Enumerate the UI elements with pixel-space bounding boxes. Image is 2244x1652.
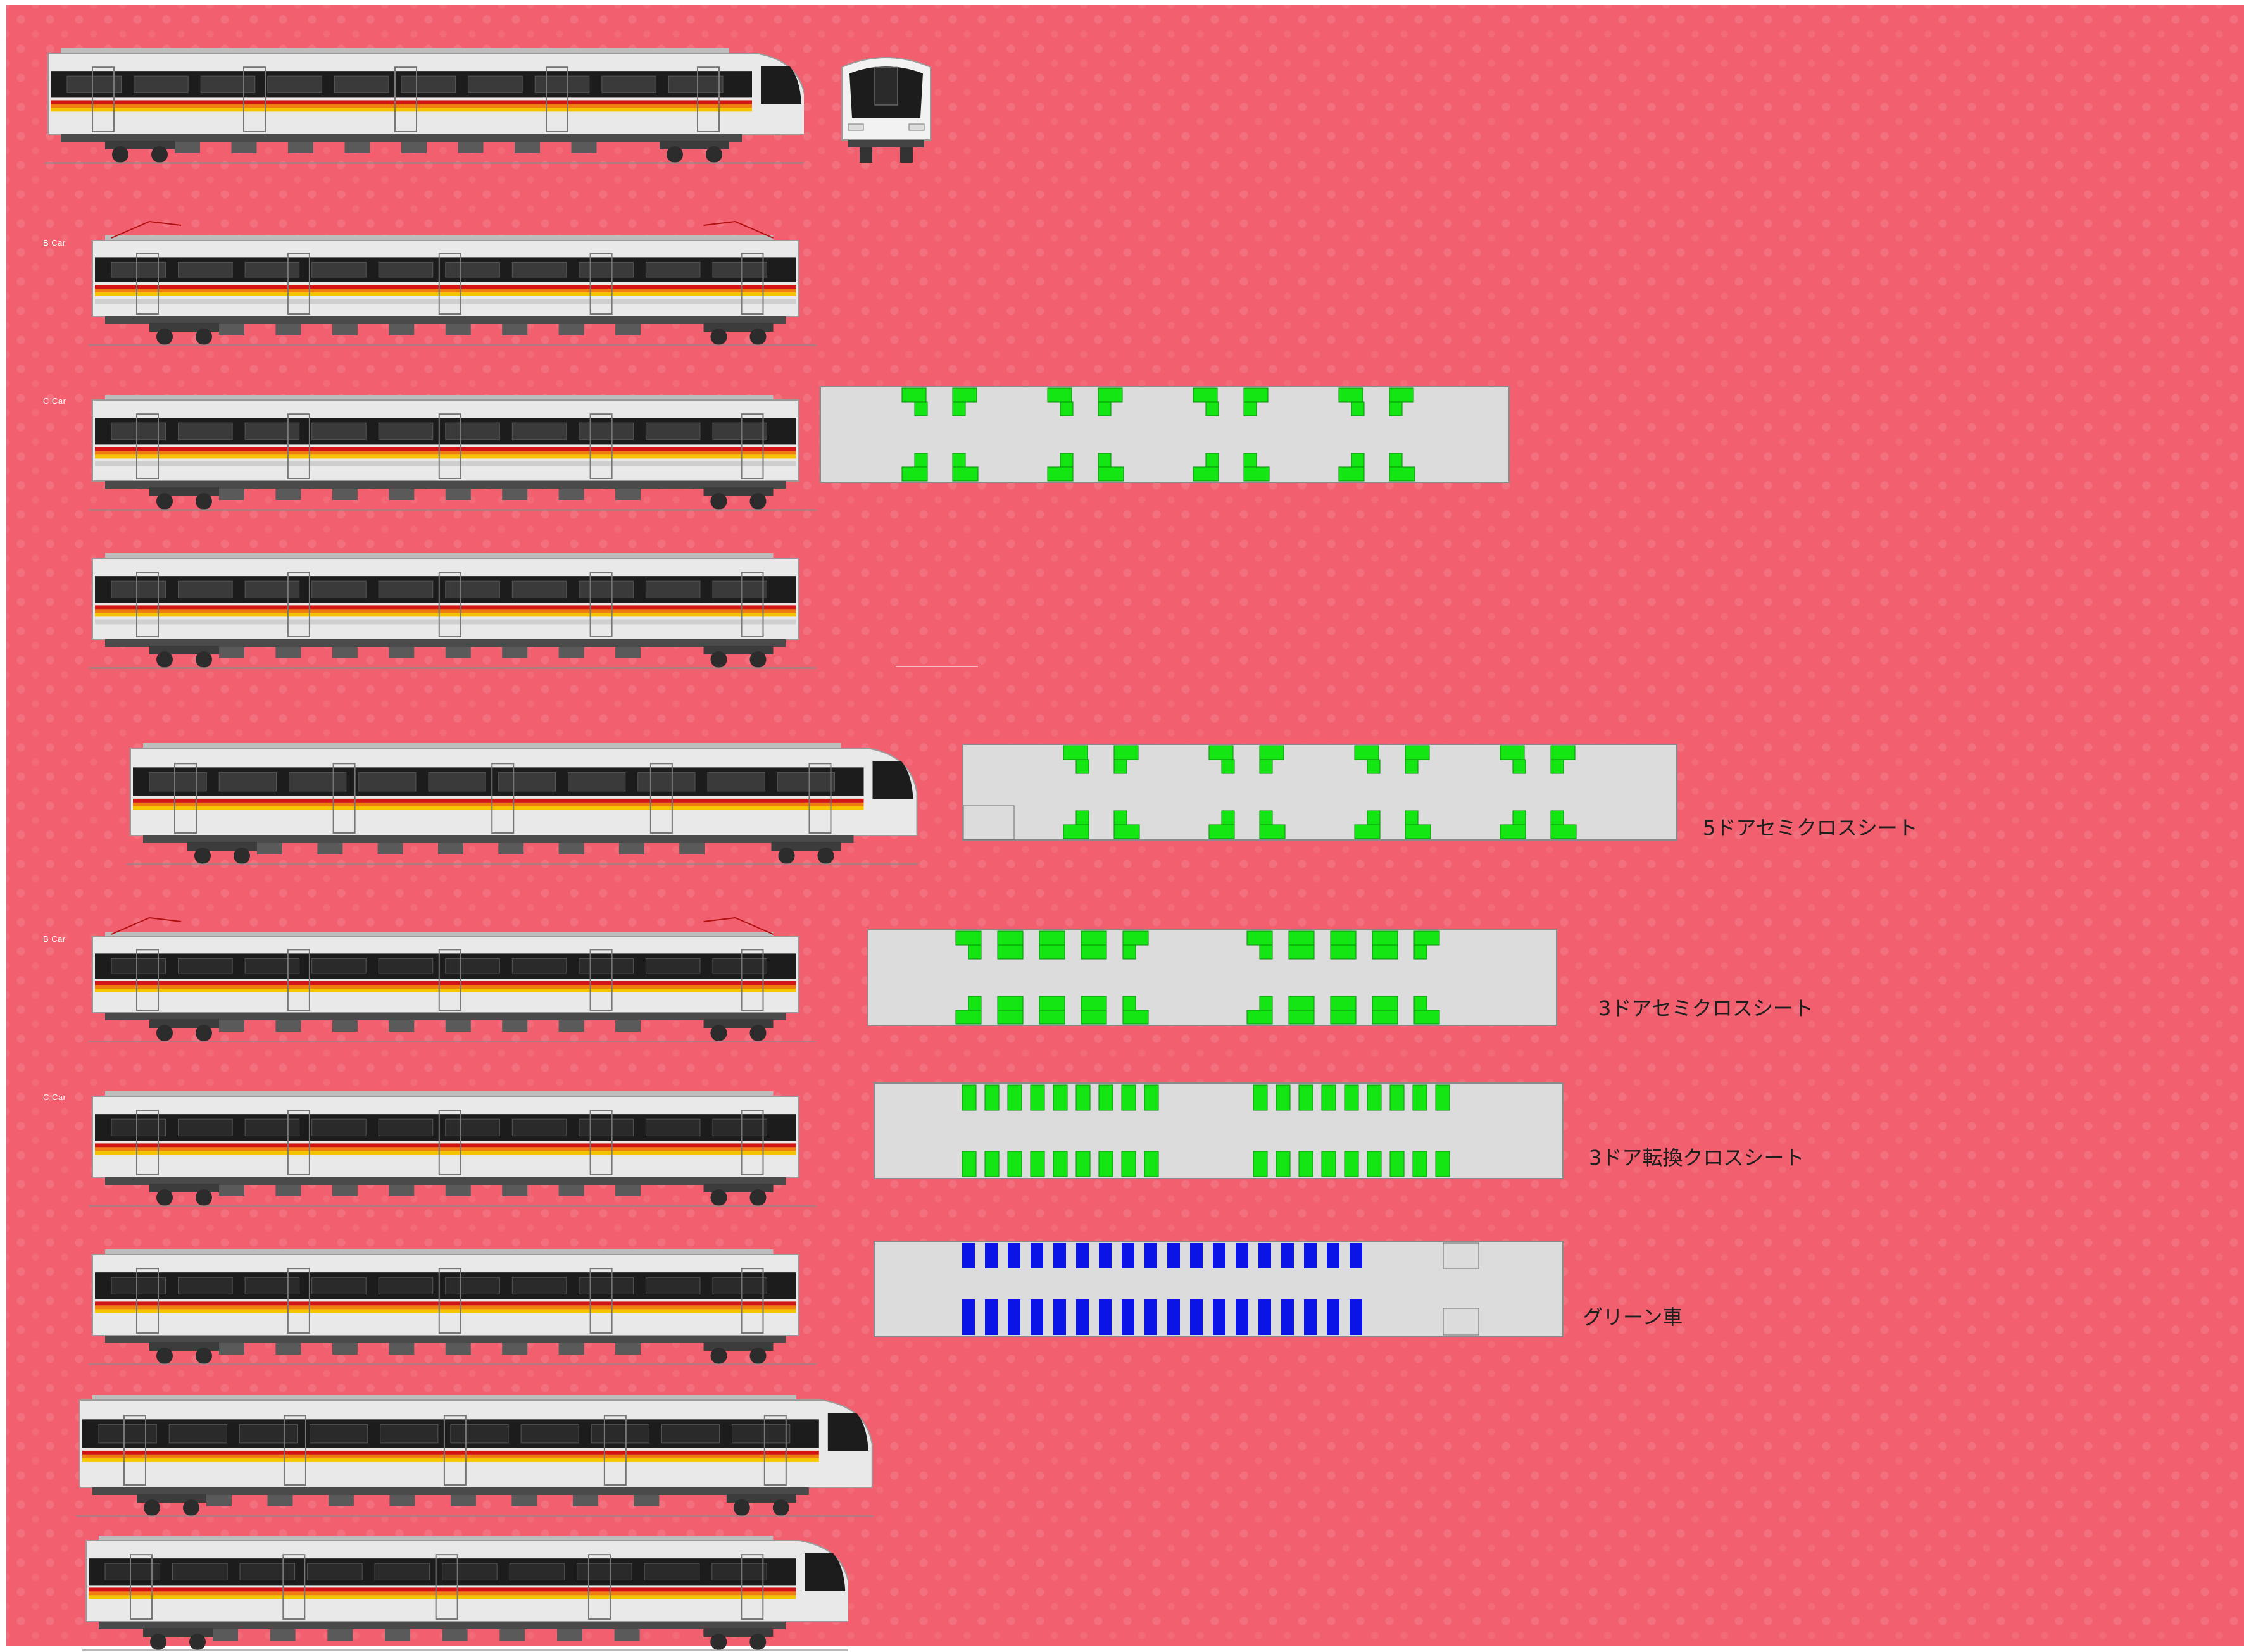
car-label-c-car-2: C Car: [43, 1092, 66, 1102]
car-side-b-car-pantograph: [89, 214, 817, 347]
car-side-drawing: [44, 48, 804, 164]
car-side-long-window: [89, 549, 817, 670]
car-side-drawing: [89, 553, 817, 669]
floor-plan-drawing: [867, 929, 1557, 1026]
caption-green-car: グリーン車: [1583, 1305, 1683, 1329]
floor-plan-drawing: [962, 744, 1677, 841]
car-label-c-car: C Car: [43, 396, 66, 406]
car-side-cab-5door: [127, 739, 918, 866]
car-side-b-car-3door: [89, 910, 817, 1043]
floor-plan-3door-transverse-cross: [874, 1082, 1564, 1179]
caption-5door-semi-cross: 5ドアセミクロスシート: [1703, 816, 1918, 840]
car-side-drawing: [89, 917, 817, 1042]
car-side-drawing: [89, 220, 817, 346]
floor-plan-3door-semi-cross: [867, 929, 1557, 1026]
car-side-cab-dark-2: [82, 1532, 848, 1652]
car-label-b-car: B Car: [43, 238, 66, 247]
car-side-drawing: [76, 1395, 874, 1517]
car-label-b-car-2: B Car: [43, 934, 66, 944]
separator-line: [896, 666, 978, 667]
car-side-green-car: [89, 1246, 817, 1366]
car-side-cab-dark-1: [76, 1391, 874, 1518]
car-side-drawing: [89, 1249, 817, 1365]
car-side-drawing: [89, 1091, 817, 1207]
car-side-c-car: [89, 391, 817, 511]
floor-plan-drawing: [874, 1241, 1564, 1337]
car-side-drawing: [82, 1536, 848, 1651]
car-front-view: [836, 48, 937, 165]
floor-plan-semi-cross-a: [820, 386, 1510, 483]
floor-plan-green-car: [874, 1241, 1564, 1337]
floor-plan-drawing: [874, 1082, 1564, 1179]
caption-3door-semi-cross: 3ドアセミクロスシート: [1598, 996, 1814, 1020]
car-side-drawing: [89, 395, 817, 511]
drawing-canvas: B Car C Car 5ドアセミクロスシート B Car 3ドアセミクロスシー…: [6, 5, 2244, 1651]
car-side-cab-right: [44, 44, 804, 165]
car-side-drawing: [127, 743, 918, 865]
car-side-c-car-3door: [89, 1087, 817, 1208]
floor-plan-5door-semi-cross: [962, 744, 1677, 841]
car-front-drawing: [841, 57, 931, 163]
caption-3door-transverse-cross: 3ドア転換クロスシート: [1589, 1146, 1805, 1170]
floor-plan-drawing: [820, 386, 1510, 483]
